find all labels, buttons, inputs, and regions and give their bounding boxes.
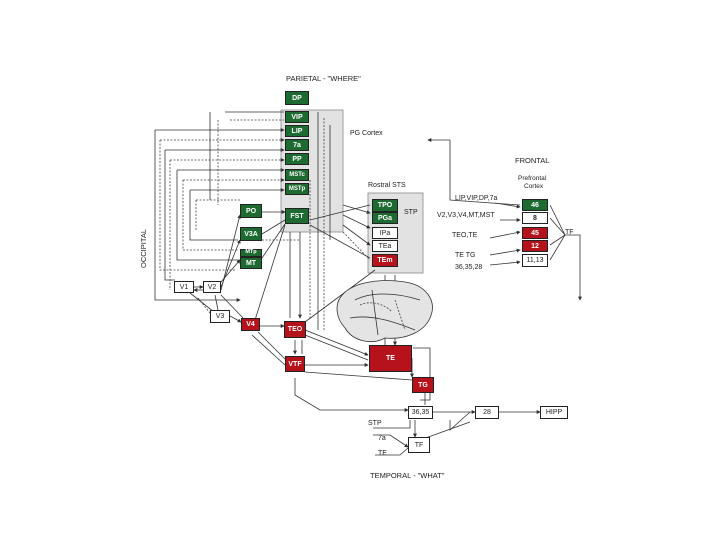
area-tea: TEa [372, 240, 398, 252]
area-pga: PGa [372, 212, 398, 224]
area-7a: 7a [285, 139, 309, 151]
input-v2-v3-v4-mt-mst: V2,V3,V4,MT,MST [437, 212, 495, 219]
area-v3: V3 [210, 310, 230, 323]
area-v3a: V3A [240, 227, 262, 241]
input-lip-vip-dp-7a: LIP,VIP,DP,7a [455, 195, 498, 202]
area-11-13: 11,13 [522, 254, 548, 267]
area-mstp: MSTp [285, 183, 309, 195]
stp-label: STP [404, 209, 418, 216]
tf-right-label: TF [565, 229, 574, 236]
area-vip: VIP [285, 111, 309, 123]
area-dp: DP [285, 91, 309, 105]
input-te-tg: TE TG [455, 252, 476, 259]
area-te: TE [369, 345, 412, 372]
brain-sketch-icon [336, 280, 433, 342]
pg-cortex-label: PG Cortex [350, 130, 383, 137]
stp-bottom-label: STP [368, 420, 382, 427]
area-8: 8 [522, 212, 548, 224]
area-teo: TEO [284, 321, 306, 338]
area-28: 28 [475, 406, 499, 419]
area-pp: PP [285, 153, 309, 165]
prefrontal-label-line1: Prefrontal [518, 175, 547, 182]
area-46: 46 [522, 199, 548, 211]
area-mtp: MTp [240, 249, 262, 257]
area-tem: TEm [372, 254, 398, 267]
frontal-label: FRONTAL [515, 156, 550, 165]
occipital-label: OCCIPITAL [139, 228, 148, 268]
area-po: PO [240, 204, 262, 218]
parietal-label: PARIETAL - "WHERE" [286, 74, 361, 83]
area-mt: MT [240, 257, 262, 269]
area-mstc: MSTc [285, 169, 309, 181]
area-tpo: TPO [372, 199, 398, 212]
connection-lines [154, 111, 582, 456]
area-12: 12 [522, 240, 548, 252]
area-fst: FST [285, 208, 309, 224]
area-v4: V4 [241, 318, 260, 331]
area-v2: V2 [203, 281, 221, 293]
te-bottom-label: TE [378, 450, 387, 457]
area-vtf: VTF [285, 356, 305, 372]
area-45: 45 [522, 227, 548, 239]
input-teo-te: TEO,TE [452, 232, 478, 239]
area-v1: V1 [174, 281, 194, 293]
rostral-sts-label: Rostral STS [368, 182, 406, 189]
area-lip: LIP [285, 125, 309, 137]
temporal-label: TEMPORAL - "WHAT" [370, 471, 445, 480]
area-ipa: IPa [372, 227, 398, 239]
area-hipp: HIPP [540, 406, 568, 419]
area-36-35: 36,35 [408, 406, 433, 419]
prefrontal-label-line2: Cortex [524, 183, 544, 190]
area-tf: TF [408, 437, 430, 453]
area-tg: TG [412, 377, 434, 393]
input-36-35-28: 36,35,28 [455, 264, 483, 271]
seven-a-bottom-label: 7a [378, 435, 386, 442]
